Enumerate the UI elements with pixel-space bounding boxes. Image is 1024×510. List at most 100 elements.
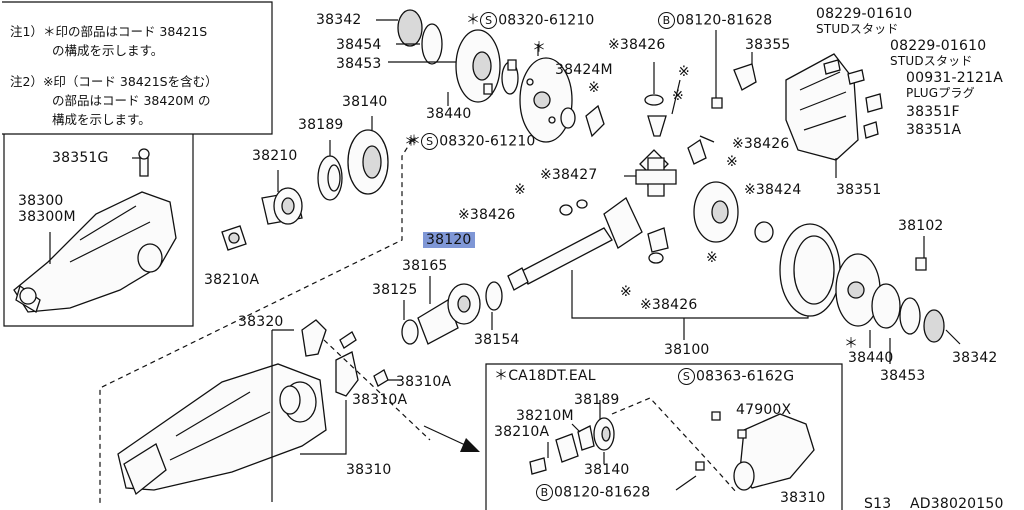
part-38426-a[interactable]: ※38426 <box>608 37 666 53</box>
footer-model: S13 <box>864 496 892 510</box>
part-38351g[interactable]: 38351G <box>52 150 109 166</box>
inset-frame <box>485 363 843 510</box>
nut-38210a <box>221 225 247 251</box>
inset-part-38189[interactable]: 38189 <box>574 392 620 408</box>
mark-ref: ※ <box>588 80 600 96</box>
part-38189-top[interactable]: 38189 <box>298 117 344 133</box>
footer-code: AD38020150 <box>910 496 1004 510</box>
inset-parts <box>529 411 815 491</box>
part-38300m[interactable]: 38300M <box>18 209 76 225</box>
part-38165[interactable]: 38165 <box>402 258 448 274</box>
part-38300[interactable]: 38300 <box>18 193 64 209</box>
flange-38210 <box>261 187 303 225</box>
part-38440-bot[interactable]: 38440 <box>848 350 894 366</box>
side-gear-38424 <box>693 181 739 243</box>
mark-ref: ※ <box>726 154 738 170</box>
part-38120[interactable]: 38120 <box>423 232 475 248</box>
part-00931[interactable]: 00931-2121A <box>906 70 1003 86</box>
part-38351[interactable]: 38351 <box>836 182 882 198</box>
diff-case-top <box>483 57 605 143</box>
part-38454[interactable]: 38454 <box>336 37 382 53</box>
bearing-stack-right <box>835 253 945 343</box>
inset-part-38210m[interactable]: 38210M <box>516 408 574 424</box>
mark-ref: ※ <box>514 182 526 198</box>
diff-assembly-small <box>13 148 177 313</box>
stud-label-1: STUDスタッド <box>816 22 899 36</box>
part-38102[interactable]: 38102 <box>898 218 944 234</box>
part-38355[interactable]: 38355 <box>745 37 791 53</box>
mark-ref: ※ <box>620 284 632 300</box>
spider-38427 <box>635 157 677 197</box>
part-38424m[interactable]: 38424M <box>555 62 613 78</box>
part-38210-top[interactable]: 38210 <box>252 148 298 164</box>
mark-ref: ＊ <box>532 40 547 56</box>
mark-ref: ※ <box>672 88 684 104</box>
inset-title: ＊CA18DT.EAL <box>494 368 596 384</box>
b-08120-top-number: 08120-81628 <box>676 12 773 29</box>
inset-part-38140[interactable]: 38140 <box>584 462 630 478</box>
part-38453-top[interactable]: 38453 <box>336 56 382 72</box>
s-badge: S <box>678 368 695 385</box>
note-2-line-2: の部品はコード 38420M の <box>52 93 211 108</box>
note-1-line-1: 注1）＊印の部品はコード 38421S <box>10 24 208 39</box>
inset-part-38210a[interactable]: 38210A <box>494 424 550 440</box>
inset-part-47900x[interactable]: 47900X <box>736 402 792 418</box>
part-38310[interactable]: 38310 <box>346 462 392 478</box>
inset-b-08120-number: 08120-81628 <box>554 484 651 501</box>
part-38342-bot[interactable]: 38342 <box>952 350 998 366</box>
drive-pinion-38120 <box>507 197 643 291</box>
bearing-pinion <box>447 281 503 325</box>
seal-38189 <box>317 155 343 201</box>
plug-label: PLUGプラグ <box>906 86 975 100</box>
s-08320-top-number: 08320-61210 <box>498 12 595 29</box>
assembly-frame <box>3 134 194 327</box>
part-38427[interactable]: ※38427 <box>540 167 598 183</box>
collar-38165 <box>401 299 459 345</box>
mark-ref: ＊ <box>844 336 859 352</box>
s-badge: S <box>421 133 439 150</box>
b-badge: B <box>536 484 553 501</box>
part-38310a-1[interactable]: 38310A <box>396 374 452 390</box>
s-08320-mid-number: 08320-61210 <box>439 133 536 150</box>
part-38351f[interactable]: 38351F <box>906 104 960 120</box>
mark-ref: ※ <box>706 250 718 266</box>
bearing-38140 <box>347 129 389 195</box>
part-38140-top[interactable]: 38140 <box>342 94 388 110</box>
part-38426-d[interactable]: ※38426 <box>640 297 698 313</box>
bolt-08120 <box>711 30 723 109</box>
diff-housing-38310 <box>117 363 327 496</box>
bracket-38355 <box>733 63 757 91</box>
rear-cover-38351 <box>785 53 883 161</box>
part-38426-c[interactable]: ※38426 <box>458 207 516 223</box>
part-38125[interactable]: 38125 <box>372 282 418 298</box>
part-08229-2[interactable]: 08229-01610 <box>890 38 987 54</box>
part-38440-top[interactable]: 38440 <box>426 106 472 122</box>
inset-part-38310[interactable]: 38310 <box>780 490 826 506</box>
b-badge: B <box>658 12 675 29</box>
note-2-line-1: 注2）※印（コード 38421Sを含む） <box>10 74 218 89</box>
part-38100[interactable]: 38100 <box>664 342 710 358</box>
stud-label-2: STUDスタッド <box>890 54 973 68</box>
mark-ref: ※ <box>678 64 690 80</box>
note-1-line-2: の構成を示します。 <box>52 43 164 58</box>
asterisk-mark: ＊ <box>466 12 481 29</box>
part-38310a-2[interactable]: 38310A <box>352 392 408 408</box>
part-08229-1[interactable]: 08229-01610 <box>816 6 913 22</box>
part-38210a-top[interactable]: 38210A <box>204 272 260 288</box>
part-38320[interactable]: 38320 <box>238 314 284 330</box>
part-38154[interactable]: 38154 <box>474 332 520 348</box>
ring-gear-38100 <box>779 223 841 317</box>
part-38342-top[interactable]: 38342 <box>316 12 362 28</box>
part-38351a[interactable]: 38351A <box>906 122 962 138</box>
asterisk-mark: ＊ <box>407 133 422 150</box>
part-38453-bot[interactable]: 38453 <box>880 368 926 384</box>
part-38426-b[interactable]: ※38426 <box>732 136 790 152</box>
part-38424[interactable]: ※38424 <box>744 182 802 198</box>
